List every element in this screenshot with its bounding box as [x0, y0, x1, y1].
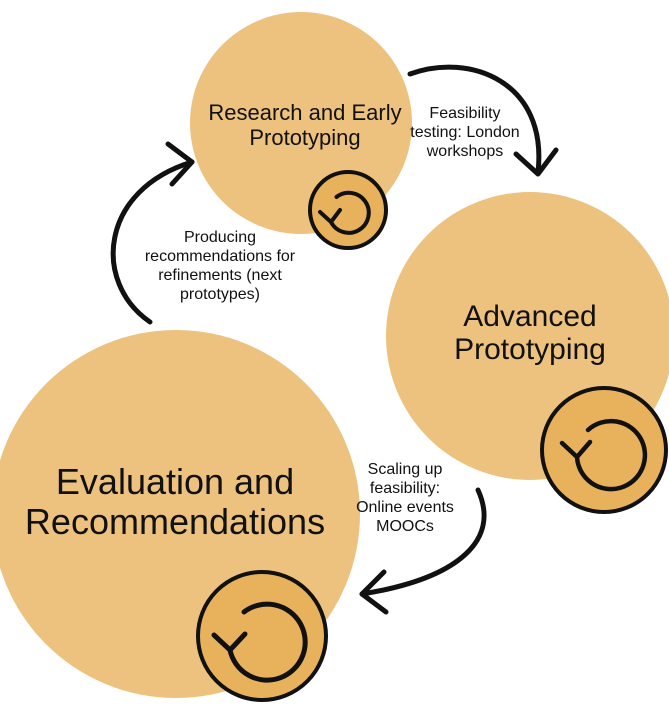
arrow-advanced-to-evaluation: [359, 487, 487, 615]
advanced-cycle-icon: [540, 386, 668, 514]
feasibility-testing-label: Feasibility testing: London workshops: [410, 105, 520, 160]
arrow-evaluation-to-research: [110, 141, 195, 325]
evaluation-cycle-icon: [196, 570, 328, 702]
producing-recommendations-label: Producing recommendations for refinement…: [144, 229, 296, 303]
scaling-up-label: Scaling up feasibility: Online events MO…: [356, 461, 454, 535]
research-stage-label: Research and Early Prototyping: [208, 100, 402, 150]
research-cycle-icon: [308, 170, 388, 250]
evaluation-stage-label: Evaluation and Recommendations: [24, 461, 326, 542]
advanced-stage-label: Advanced Prototyping: [454, 300, 606, 366]
arrow-research-to-advanced: [407, 64, 559, 177]
